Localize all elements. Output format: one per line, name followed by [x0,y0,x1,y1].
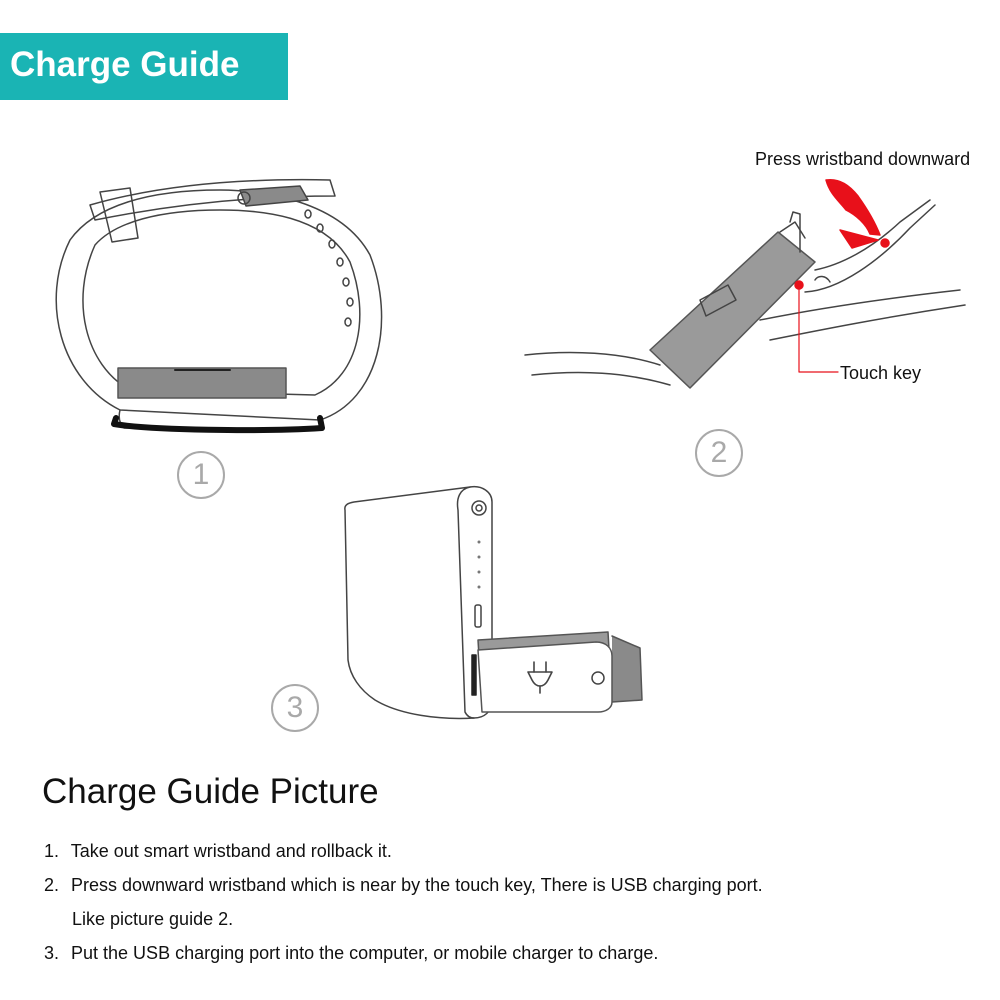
instruction-item: 2. Press downward wristband which is nea… [44,868,974,902]
step-2-circle-number: 2 [695,429,743,477]
step-3-circle-number: 3 [271,684,319,732]
instruction-number: 1. [44,841,60,861]
instruction-number: 3. [44,943,60,963]
banner-title: Charge Guide [10,45,240,84]
instruction-number: 2. [44,875,60,895]
plug-icon [527,661,553,694]
instruction-text: Put the USB charging port into the compu… [71,943,659,963]
instruction-item: 3. Put the USB charging port into the co… [44,936,974,970]
figure3-charging-illustration [344,485,643,720]
section-title: Charge Guide Picture [42,772,379,811]
instruction-text: Press downward wristband which is near b… [71,875,763,895]
figure2-press-illustration [524,178,966,389]
press-wristband-label: Press wristband downward [755,149,971,169]
figure1-wristband-illustration [55,178,383,434]
title-banner: Charge Guide [0,33,288,100]
instruction-text: Take out smart wristband and rollback it… [70,841,392,861]
touch-key-label: Touch key [840,363,922,383]
instruction-item: 1. Take out smart wristband and rollback… [44,834,974,868]
instruction-continuation: Like picture guide 2. [72,909,234,929]
instruction-list: 1. Take out smart wristband and rollback… [44,834,974,970]
step-1-circle-number: 1 [177,451,225,499]
